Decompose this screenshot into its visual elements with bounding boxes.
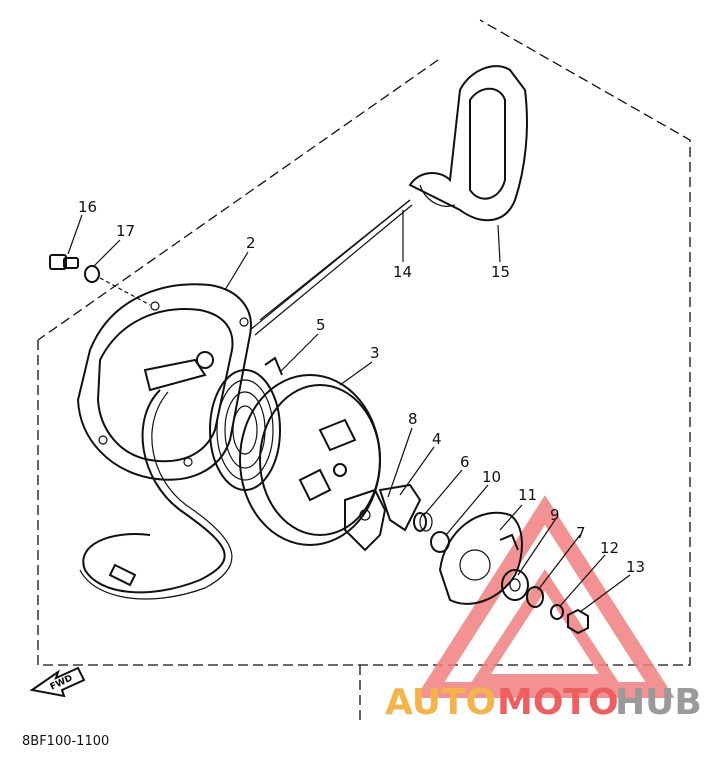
- part-12-washer: [550, 604, 564, 620]
- callout-11: 11: [518, 486, 537, 504]
- callout-2: 2: [246, 234, 256, 252]
- watermark-moto: MOTO: [497, 682, 619, 723]
- bolt-axis-line: [99, 277, 151, 306]
- leader-lines: [67, 210, 631, 613]
- starter-cable: [82, 389, 226, 594]
- callout-7: 7: [576, 524, 586, 542]
- diagram-code: 8BF100-1100: [22, 734, 109, 749]
- watermark-text: AUTO MOTO HUB: [385, 682, 702, 723]
- part-3-reel-drum: [239, 374, 381, 546]
- watermark-hub: HUB: [615, 682, 702, 723]
- part-9-washer: [501, 569, 529, 601]
- callout-10: 10: [482, 468, 501, 486]
- callout-16: 16: [78, 198, 97, 216]
- part-14-starter-rope: [259, 199, 411, 321]
- watermark-triangle-outer: [415, 495, 675, 698]
- callout-4: 4: [432, 430, 442, 448]
- watermark-logo: [415, 495, 675, 698]
- part-2-starter-housing: [76, 199, 413, 481]
- callout-5: 5: [316, 316, 326, 334]
- forward-direction-arrow: FWD: [29, 666, 86, 698]
- part-15-starter-handle: [408, 65, 528, 222]
- part-4-ratchet-guide: [378, 483, 422, 532]
- part-11-friction-plate: [438, 511, 523, 605]
- assembly-boundary: [37, 19, 691, 666]
- watermark-auto: AUTO: [385, 682, 496, 723]
- callout-9: 9: [550, 506, 560, 524]
- callout-6: 6: [460, 453, 470, 471]
- callout-8: 8: [408, 410, 418, 428]
- callout-15: 15: [491, 263, 510, 281]
- part-13-nut: [567, 608, 589, 635]
- part-8-pawl: [344, 488, 387, 552]
- watermark-triangle-inner: [468, 568, 622, 686]
- cable-connector: [108, 563, 137, 587]
- callout-14: 14: [393, 263, 412, 281]
- callout-12: 12: [600, 539, 619, 557]
- part-16-bolt: [49, 254, 79, 270]
- callout-17: 17: [116, 222, 135, 240]
- part-17-washer: [84, 265, 100, 283]
- part-6-spring: [413, 512, 433, 532]
- callout-13: 13: [626, 558, 645, 576]
- callout-3: 3: [370, 344, 380, 362]
- part-7-washer: [526, 586, 544, 608]
